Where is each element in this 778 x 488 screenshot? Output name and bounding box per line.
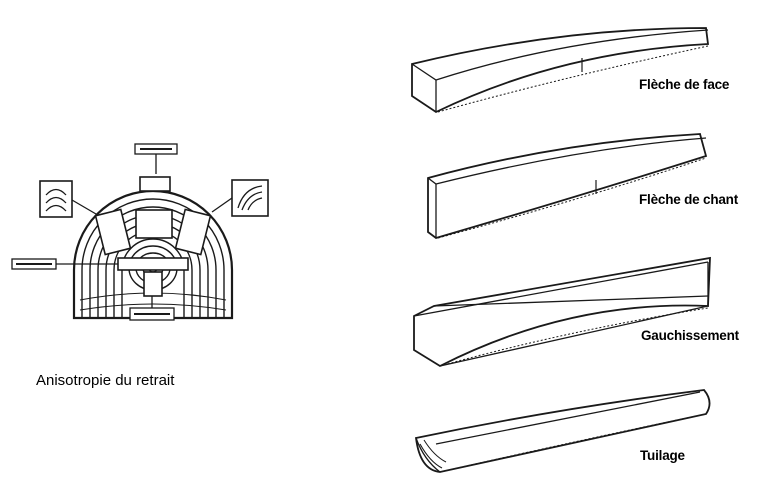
piece-top [139, 176, 171, 192]
callout-upper-left-box [39, 180, 73, 218]
sawn-pieces [94, 176, 212, 297]
label-fleche-de-chant: Flèche de chant [639, 192, 739, 207]
label-tuilage: Tuilage [640, 448, 685, 463]
callout-boxes [11, 143, 269, 321]
board-fleche-de-face [411, 27, 710, 114]
piece-bottom [143, 271, 163, 297]
piece-right [174, 208, 212, 256]
label-fleche-de-face: Flèche de face [639, 77, 730, 92]
board-fleche-de-chant [427, 133, 708, 239]
piece-horizontal-bar [117, 257, 189, 271]
caption-anisotropie-du-retrait: Anisotropie du retrait [36, 372, 175, 389]
piece-center [135, 209, 173, 239]
board-tuilage [415, 389, 711, 473]
piece-left [94, 208, 132, 256]
label-gauchissement: Gauchissement [641, 328, 739, 343]
board-gauchissement [413, 256, 711, 368]
